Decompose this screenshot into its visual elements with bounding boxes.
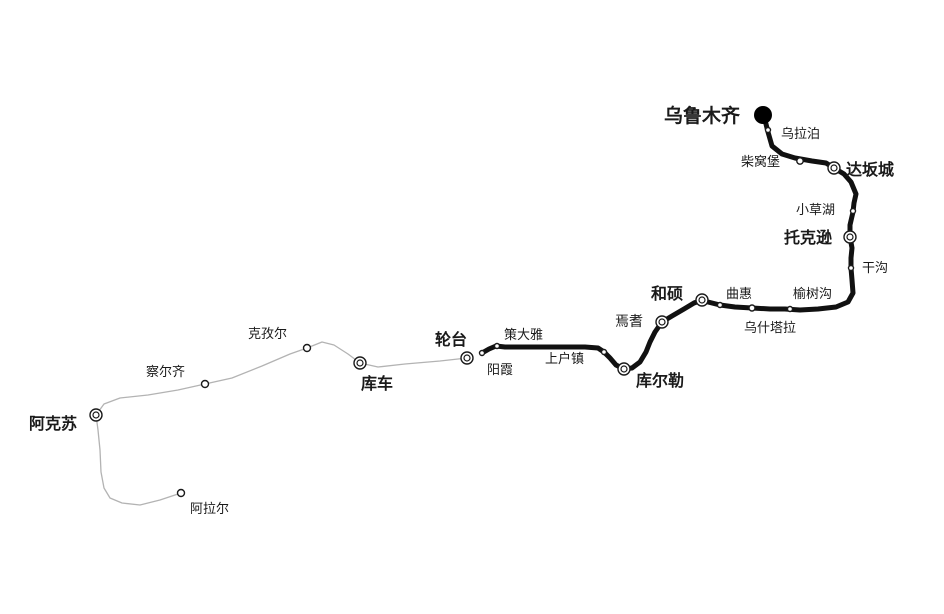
luntai-label: 轮台 (435, 330, 467, 349)
yanqi-label: 焉耆 (615, 314, 643, 330)
quhui-label: 曲惠 (726, 287, 752, 302)
chaerqi-label: 察尔齐 (146, 364, 185, 380)
xiaocaohu-marker[interactable] (849, 207, 857, 215)
chaerqi-marker[interactable] (200, 379, 210, 389)
wushitala-label: 乌什塔拉 (744, 320, 796, 336)
yushugou-marker[interactable] (786, 305, 794, 313)
yangxia-label: 阳霞 (487, 363, 513, 378)
yushugou-label: 榆树沟 (793, 287, 832, 302)
gangou-marker[interactable] (847, 264, 855, 272)
yanqi-marker[interactable] (655, 315, 669, 329)
yangxia-marker[interactable] (478, 349, 486, 357)
kezier-marker[interactable] (302, 343, 312, 353)
wushitala-marker[interactable] (716, 301, 724, 309)
dabancheng-label: 达坂城 (846, 160, 894, 179)
kuerle-marker[interactable] (617, 362, 631, 376)
kuche-label: 库车 (361, 374, 393, 393)
main-line (479, 112, 859, 372)
tuokexun-marker[interactable] (843, 230, 857, 244)
kuche-marker[interactable] (353, 356, 367, 370)
wulabo-marker[interactable] (764, 126, 772, 134)
cedaya-marker[interactable] (493, 342, 501, 350)
chaiwopu-marker[interactable] (796, 157, 804, 165)
kezier-label: 克孜尔 (248, 327, 287, 342)
cedaya-label: 策大雅 (504, 327, 543, 343)
chaiwopu-label: 柴窝堡 (741, 154, 780, 170)
shanghuzhen-label: 上户镇 (545, 351, 584, 367)
wulabo-label: 乌拉泊 (781, 126, 820, 142)
branch-line (95, 341, 468, 506)
tuokexun-label: 托克逊 (784, 228, 832, 247)
urumqi-label: 乌鲁木齐 (664, 104, 741, 127)
xiaocaohu-label: 小草湖 (796, 203, 835, 218)
luntai-marker[interactable] (460, 351, 474, 365)
quhui-marker[interactable] (748, 304, 756, 312)
shanghuzhen-marker[interactable] (600, 348, 608, 356)
akesu-label: 阿克苏 (29, 414, 77, 433)
urumqi-terminal-marker[interactable] (754, 106, 772, 124)
gangou-label: 干沟 (862, 261, 888, 276)
heshuo-label: 和硕 (651, 284, 683, 303)
dabancheng-marker[interactable] (827, 161, 841, 175)
akesu-marker[interactable] (89, 408, 103, 422)
alaer-label: 阿拉尔 (190, 502, 229, 517)
kuerle-label: 库尔勒 (636, 371, 684, 390)
heshuo-marker[interactable] (695, 293, 709, 307)
alaer-marker[interactable] (176, 488, 186, 498)
